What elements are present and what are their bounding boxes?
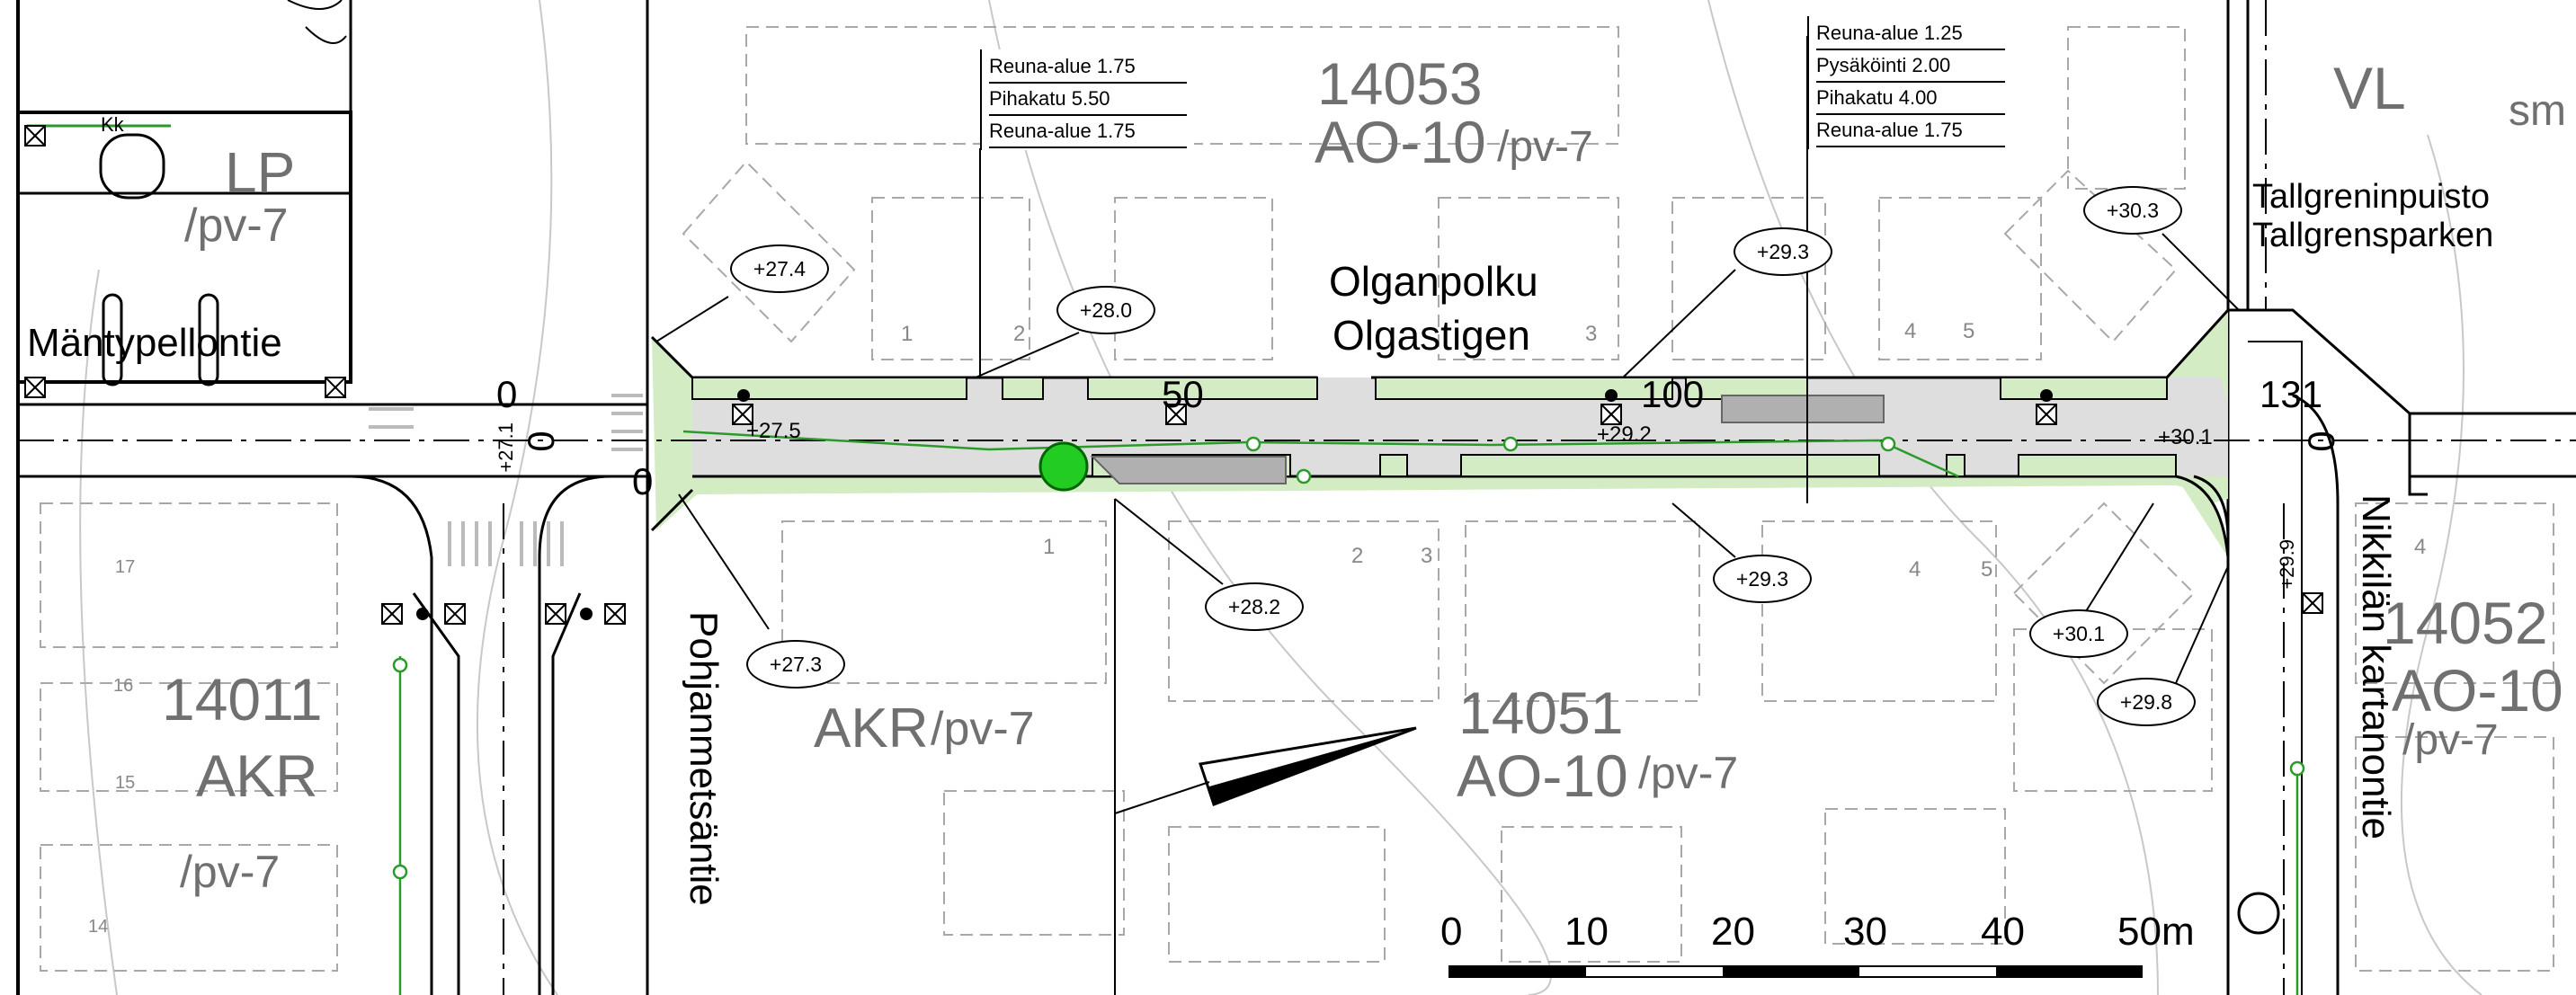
zone-vl: VL <box>2333 55 2406 121</box>
elevation-oval: +30.3 <box>2083 186 2182 235</box>
station-label: 100 <box>1641 373 1705 415</box>
block-14053-suffix: /pv-7 <box>1497 123 1593 171</box>
plot-number: 3 <box>1585 322 1598 346</box>
plot-number: 15 <box>115 773 136 793</box>
elevation-oval: +28.0 <box>1056 286 1155 334</box>
plot-number: 3 <box>1421 544 1433 568</box>
street-olgastigen: Olgastigen <box>1333 312 1530 359</box>
zone-kk: Kk <box>101 113 124 136</box>
station-label: 131 <box>2260 373 2323 415</box>
zone-lp-suffix: /pv-7 <box>184 200 289 252</box>
block-14011-id: 14011 <box>162 666 323 733</box>
elevation-text: +30.1 <box>2158 425 2213 449</box>
zone-lp: LP <box>225 140 296 205</box>
block-14051-suffix: /pv-7 <box>1638 748 1739 798</box>
plot-number: 2 <box>1351 544 1364 568</box>
nikkilan-kartanontie-road <box>2237 0 2576 995</box>
section-box-2-line: Pihakatu 4.00 <box>1816 83 2005 116</box>
section-box-2: Reuna-alue 1.25 Pysäköinti 2.00 Pihakatu… <box>1807 16 2012 150</box>
block-14052-type: AO-10 <box>2392 657 2563 724</box>
block-14011-type: AKR <box>196 742 318 809</box>
park-name-sv: Tallgrensparken <box>2252 217 2494 254</box>
elevation-text: +29.2 <box>1597 422 1652 447</box>
elevation-text: +29.9 <box>2276 539 2298 590</box>
plot-number: 4 <box>2414 535 2427 559</box>
north-arrow-icon <box>1114 726 1417 814</box>
elevation-text: +27.5 <box>746 419 801 443</box>
street-nikkilan-kartanontie: Nikkilän kartanontie <box>2354 494 2398 840</box>
street-mantypellontie: Mäntypellontie <box>27 321 282 365</box>
section-box-2-line: Reuna-alue 1.75 <box>1816 115 2005 148</box>
station-label: 0 <box>520 431 563 452</box>
elevation-oval: +27.4 <box>730 244 829 293</box>
scale-tick: 20 <box>1711 910 1755 954</box>
section-box-2-line: Reuna-alue 1.25 <box>1816 18 2005 51</box>
section-box-1: Reuna-alue 1.75 Pihakatu 5.50 Reuna-alue… <box>980 49 1194 151</box>
elevation-text: +27.1 <box>495 422 517 473</box>
scale-tick: 10 <box>1564 910 1609 954</box>
water-pipe <box>392 430 2305 995</box>
plot-number: 14 <box>88 917 109 937</box>
station-label: 0 <box>632 460 654 502</box>
block-14011-suffix: /pv-7 <box>180 847 281 897</box>
scale-tick: 30 <box>1843 910 1887 954</box>
utility-markers <box>24 125 2323 625</box>
block-14051-id: 14051 <box>1458 680 1624 746</box>
elevation-oval: +28.2 <box>1205 582 1304 631</box>
plot-number: 5 <box>1981 557 1993 582</box>
plot-number: 4 <box>1904 319 1917 343</box>
station-label: 50 <box>1162 373 1204 415</box>
station-label: 0 <box>2300 431 2343 452</box>
section-box-2-line: Pysäköinti 2.00 <box>1816 50 2005 84</box>
plot-number: 4 <box>1909 557 1921 582</box>
scale-bar <box>1448 965 2143 978</box>
elevation-oval: +29.3 <box>1713 555 1812 603</box>
scale-tick: 50m <box>2117 910 2195 954</box>
station-label: 0 <box>496 373 518 415</box>
plot-number: 17 <box>115 557 136 577</box>
zone-akr-suffix: /pv-7 <box>931 703 1035 755</box>
mantypellontie-road <box>18 394 2576 995</box>
block-14052-suffix: /pv-7 <box>2402 716 2499 764</box>
plot-number: 1 <box>1043 535 1056 559</box>
block-14052-id: 14052 <box>2383 590 2548 656</box>
park-name-fi: Tallgreninpuisto <box>2252 178 2491 216</box>
block-14053-type: AO-10 <box>1315 109 1486 175</box>
elevation-oval: +29.3 <box>1734 227 1832 276</box>
elevation-oval: +27.3 <box>746 640 845 689</box>
scale-tick: 40 <box>1981 910 2025 954</box>
elevation-oval: +29.8 <box>2097 678 2196 726</box>
tree-icon <box>1038 441 1089 492</box>
parking-area <box>16 0 352 386</box>
street-olganpolku: Olganpolku <box>1329 258 1538 305</box>
zone-akr: AKR <box>814 697 929 760</box>
block-14051-type: AO-10 <box>1457 742 1628 809</box>
scale-tick: 0 <box>1440 910 1463 954</box>
plot-number: 2 <box>1013 322 1026 346</box>
section-box-1-line: Reuna-alue 1.75 <box>989 114 1187 149</box>
zone-sm: sm <box>2509 87 2566 135</box>
section-box-1-line: Pihakatu 5.50 <box>989 82 1187 114</box>
street-pohjanmetsantie: Pohjanmetsäntie <box>682 611 726 906</box>
plot-number: 16 <box>113 676 134 696</box>
section-box-1-line: Reuna-alue 1.75 <box>989 55 1136 77</box>
block-14053-id: 14053 <box>1317 50 1483 117</box>
plot-number: 1 <box>901 322 914 346</box>
elevation-oval: +30.1 <box>2029 609 2128 658</box>
plot-number: 5 <box>1963 319 1975 343</box>
